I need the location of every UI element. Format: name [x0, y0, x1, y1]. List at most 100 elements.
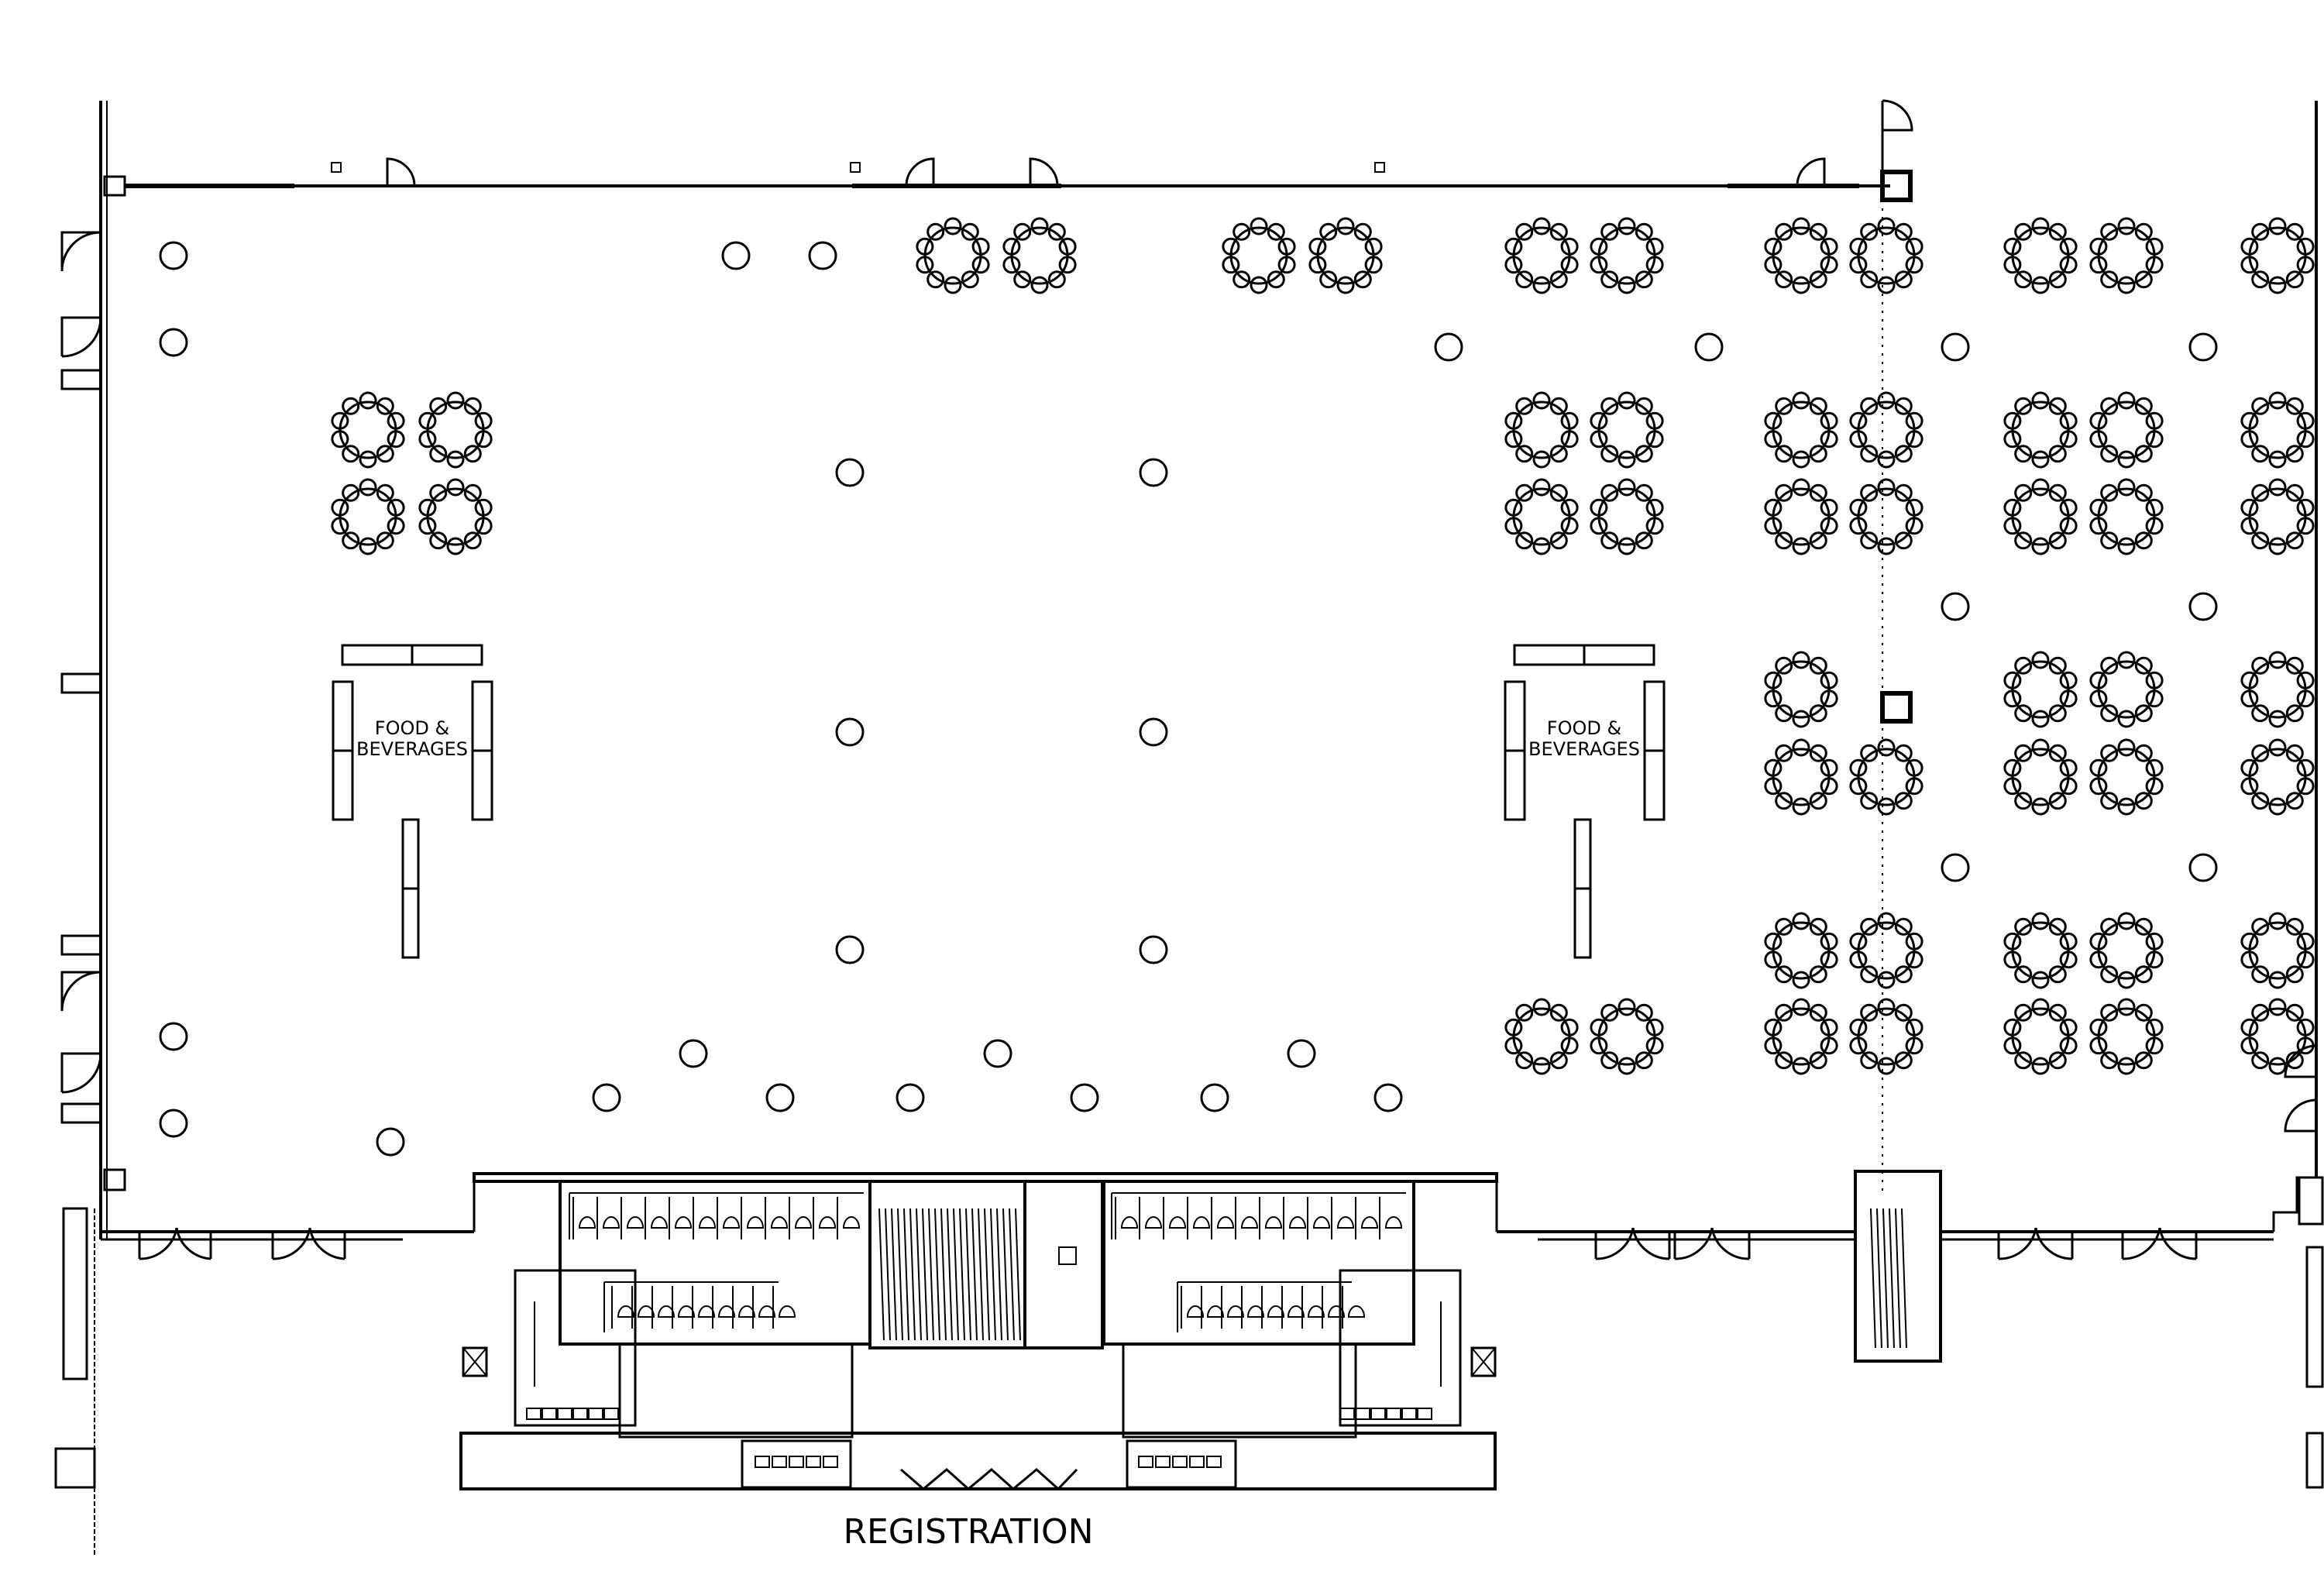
chair	[2285, 965, 2304, 984]
chair	[2134, 270, 2153, 289]
round-table-with-chairs	[1764, 912, 1838, 989]
table-top	[2248, 226, 2307, 285]
chair	[1353, 222, 1372, 241]
toilet	[650, 1216, 669, 1229]
chair	[1532, 450, 1551, 469]
chair	[1618, 217, 1636, 235]
chair	[2268, 217, 2287, 235]
chair	[342, 483, 360, 502]
sink	[557, 1408, 572, 1420]
table-top	[1316, 226, 1375, 285]
chair	[2048, 222, 2067, 241]
sink	[1417, 1408, 1432, 1420]
round-table-with-chairs	[1849, 998, 1923, 1075]
chair	[2100, 531, 2119, 550]
round-table-with-chairs	[1590, 478, 1664, 555]
stair-tread	[990, 1208, 996, 1341]
stair-tread	[959, 1208, 965, 1341]
chair	[1860, 965, 1879, 984]
toilet	[1192, 1216, 1211, 1229]
toilet	[1347, 1305, 1366, 1318]
sink	[823, 1456, 838, 1468]
chair	[1635, 1003, 1653, 1022]
chair	[2117, 276, 2136, 294]
sink	[1386, 1408, 1401, 1420]
chair	[1894, 531, 1913, 550]
round-table-with-chairs	[2003, 998, 2078, 1075]
sink	[572, 1408, 588, 1420]
chair	[1532, 276, 1551, 294]
stair-tread	[996, 1208, 1002, 1341]
chair	[1775, 744, 1793, 762]
toilet	[674, 1216, 693, 1229]
table-top	[426, 487, 485, 546]
chair	[1549, 222, 1568, 241]
chair	[2134, 222, 2153, 241]
chair	[2285, 222, 2304, 241]
table-top	[2097, 921, 2156, 980]
table-top	[2248, 487, 2307, 546]
chair	[2268, 478, 2287, 497]
table-top	[1229, 226, 1288, 285]
food-beverages-label-line1: FOOD &	[375, 717, 449, 739]
chair	[1600, 1051, 1619, 1070]
bottom-wall	[101, 1044, 2324, 1489]
toilet	[1216, 1216, 1235, 1229]
chair	[2100, 704, 2119, 723]
toilet	[1336, 1216, 1355, 1229]
registration-label: REGISTRATION	[843, 1512, 1093, 1552]
chair	[1809, 397, 1827, 415]
chair	[2285, 1003, 2304, 1022]
chair	[1860, 483, 1879, 502]
chair	[2031, 478, 2050, 497]
table-top	[1772, 660, 1831, 719]
round-tables	[331, 217, 2315, 1075]
round-table-with-chairs	[1764, 651, 1838, 728]
chair	[2048, 656, 2067, 675]
chair	[1792, 276, 1810, 294]
stair-tread	[878, 1208, 885, 1341]
chair	[2117, 912, 2136, 930]
chair	[2100, 744, 2119, 762]
table-top	[1010, 226, 1069, 285]
stair-tread	[1002, 1208, 1009, 1341]
stair-tread	[922, 1208, 928, 1341]
round-table-with-chairs	[2089, 738, 2164, 816]
chair	[2031, 971, 2050, 989]
chair	[1775, 531, 1793, 550]
toilet	[1307, 1305, 1325, 1318]
chair	[1792, 651, 1810, 669]
chair	[2117, 217, 2136, 235]
stair-tread	[1895, 1208, 1901, 1349]
table-top	[1772, 748, 1831, 806]
registration-entry-doors	[870, 1468, 1108, 1491]
chair	[1600, 222, 1619, 241]
chair	[1635, 1051, 1653, 1070]
chair	[1775, 445, 1793, 463]
chair	[446, 478, 465, 497]
chair	[1618, 478, 1636, 497]
chair	[1775, 397, 1793, 415]
chair	[944, 276, 962, 294]
chair	[1635, 483, 1653, 502]
chair	[1809, 1003, 1827, 1022]
chair	[2048, 917, 2067, 936]
chair	[1635, 445, 1653, 463]
round-table-with-chairs	[916, 217, 990, 294]
columns	[159, 241, 2218, 1157]
chair	[2285, 397, 2304, 415]
chair	[429, 531, 448, 550]
stair-tread	[897, 1208, 903, 1341]
sink	[789, 1456, 804, 1468]
chair	[1600, 1003, 1619, 1022]
table-top	[1772, 1007, 1831, 1066]
table-top	[1597, 1007, 1656, 1066]
chair	[1877, 797, 1896, 816]
round-table-with-chairs	[2240, 391, 2315, 469]
chair	[1860, 397, 1879, 415]
table-top	[1857, 748, 1916, 806]
round-table-with-chairs	[418, 478, 493, 555]
toilet	[1267, 1305, 1285, 1318]
chair	[1232, 270, 1251, 289]
chair	[2117, 537, 2136, 555]
